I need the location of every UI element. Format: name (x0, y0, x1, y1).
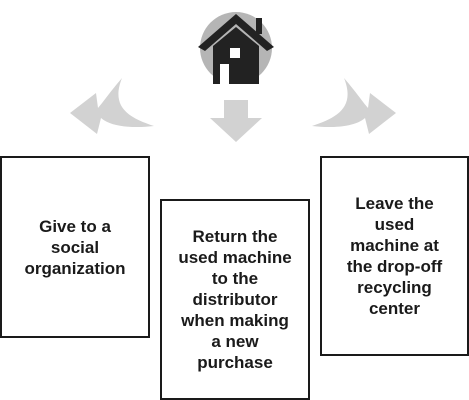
curved-arrow-right-icon (312, 78, 396, 134)
house-icon (198, 12, 274, 84)
option-box-recycling-center: Leave the used machine at the drop-off r… (320, 156, 469, 356)
option-label-recycling-center: Leave the used machine at the drop-off r… (346, 194, 443, 318)
down-arrow-icon (210, 100, 262, 142)
option-label-return-distributor: Return the used machine to the distribut… (178, 227, 292, 372)
option-box-return-distributor: Return the used machine to the distribut… (160, 199, 310, 400)
curved-arrow-left-icon (70, 78, 154, 134)
option-box-social-organization: Give to a social organization (0, 156, 150, 338)
option-label-social-organization: Give to a social organization (24, 216, 126, 278)
